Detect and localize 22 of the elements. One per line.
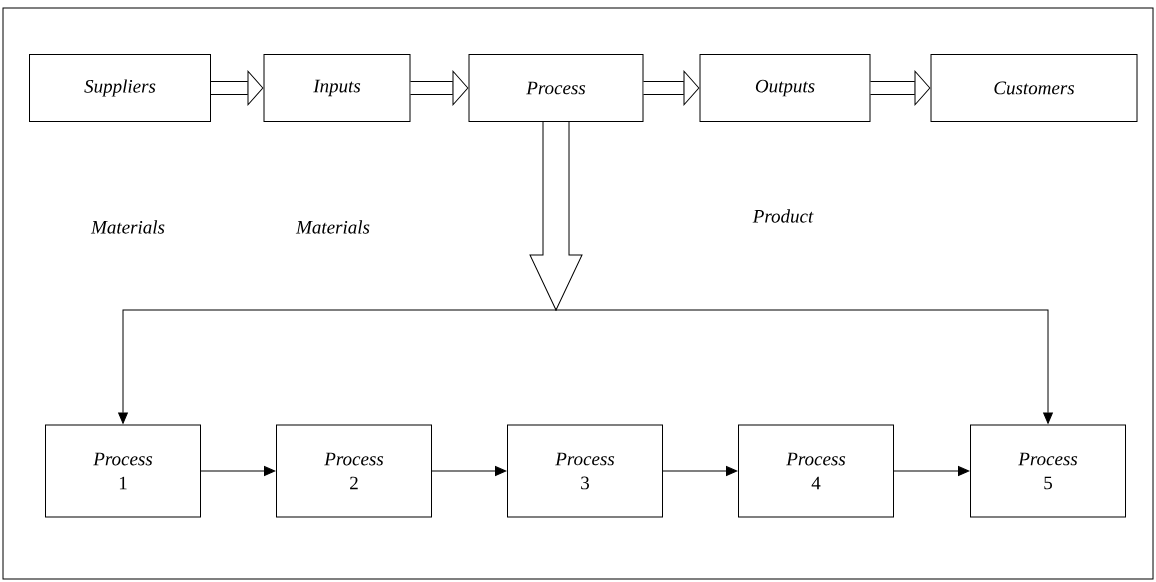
process-box: Process 5 (970, 424, 1126, 518)
block-arrow (211, 70, 264, 106)
arrow (200, 466, 276, 476)
process-box: Outputs (699, 54, 871, 122)
process-box: Process 3 (507, 424, 663, 518)
process-box: Process 2 (276, 424, 432, 518)
arrow (893, 466, 970, 476)
process-box: Process 4 (738, 424, 894, 518)
split-arrow (118, 121, 1053, 424)
process-box: Inputs (263, 54, 411, 122)
label: Materials (90, 220, 165, 234)
label: Product (752, 209, 814, 223)
process-box: Process (468, 54, 644, 122)
process-box: Customers (930, 54, 1138, 122)
block-arrow (410, 70, 469, 106)
arrow (431, 466, 507, 476)
block-arrow (870, 70, 931, 106)
process-box: Suppliers (29, 54, 211, 122)
process-box: Process 1 (45, 424, 201, 518)
arrow (662, 466, 738, 476)
label: Materials (295, 220, 370, 234)
block-arrow (643, 70, 700, 106)
